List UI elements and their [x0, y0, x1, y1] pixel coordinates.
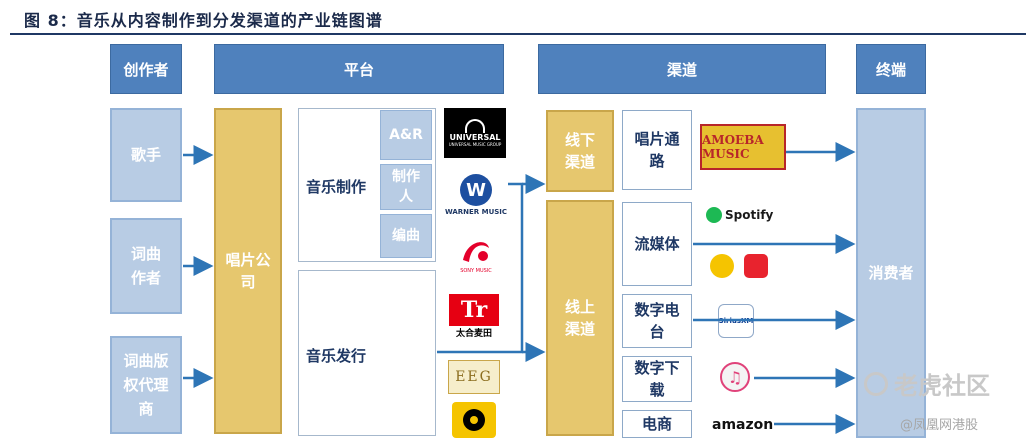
- amoeba-logo: AMOEBA MUSIC: [700, 124, 786, 170]
- amoeba-logo-text: AMOEBA MUSIC: [702, 133, 764, 161]
- spotify-logo: Spotify: [706, 204, 778, 226]
- universal-logo-caption: UNIVERSAL MUSIC GROUP: [448, 142, 502, 147]
- watermark-laohu: 老虎社区: [864, 366, 990, 401]
- header-creator: 创作者: [110, 44, 182, 94]
- sub-arranger-label: 编曲: [392, 228, 420, 244]
- figure-title: 图 8：音乐从内容制作到分发渠道的产业链图谱: [24, 11, 383, 30]
- eeg-logo: EEG: [448, 360, 500, 394]
- eeg-logo-text: EEG: [455, 369, 493, 385]
- channel-offline: 线下渠道: [546, 110, 614, 192]
- header-terminal: 终端: [856, 44, 926, 94]
- amazon-logo: amazon: [712, 414, 774, 438]
- qq-music-icon: [710, 254, 734, 278]
- taihe-mark-icon: Tr: [449, 293, 499, 326]
- taihe-logo-caption: 太合麦田: [455, 328, 492, 339]
- netease-music-icon: [744, 254, 768, 278]
- channel-digital-radio-label: 数字电台: [634, 301, 680, 341]
- creator-songwriter-label: 词曲作者: [130, 245, 161, 287]
- music-distribution-box: [298, 270, 436, 436]
- header-channel: 渠道: [538, 44, 826, 94]
- music-production-label: 音乐制作: [306, 178, 367, 196]
- creator-copyright-agent: 词曲版权代理商: [110, 336, 182, 434]
- music-distribution-label: 音乐发行: [306, 347, 367, 365]
- channel-digital-download: 数字下载: [622, 356, 692, 402]
- channel-digital-radio: 数字电台: [622, 294, 692, 348]
- tiger-icon: [864, 371, 888, 396]
- sony-music-icon: [463, 242, 489, 262]
- warner-logo: W WARNER MUSIC: [444, 170, 508, 220]
- universal-logo: UNIVERSAL UNIVERSAL MUSIC GROUP: [444, 108, 506, 158]
- channel-streaming: 流媒体: [622, 202, 692, 286]
- globe-icon: [465, 119, 485, 133]
- warner-shield-icon: W: [460, 174, 492, 206]
- spotify-logo-text: Spotify: [725, 208, 774, 222]
- channel-digital-download-label: 数字下载: [634, 359, 680, 399]
- sub-arranger: 编曲: [380, 214, 432, 258]
- header-platform: 平台: [214, 44, 504, 94]
- creator-copyright-agent-label: 词曲版权代理商: [123, 352, 169, 418]
- channel-record-stores: 唱片通路: [622, 110, 692, 190]
- creator-singer: 歌手: [110, 108, 182, 202]
- channel-ecommerce: 电商: [622, 410, 692, 438]
- rock-records-logo: [452, 402, 496, 438]
- sub-ar-label: A&R: [389, 127, 423, 143]
- sub-producer: 制作人: [380, 164, 432, 210]
- warner-logo-letter: W: [466, 179, 486, 201]
- taihe-logo-text: Tr: [460, 296, 488, 323]
- channel-online-label: 线上渠道: [564, 298, 595, 338]
- link-distribution-to-channel: [437, 182, 524, 354]
- watermark-ifeng: @凤凰网港股: [900, 418, 979, 433]
- spotify-icon: [706, 207, 722, 223]
- sub-producer-label: 制作人: [392, 169, 420, 205]
- itunes-icon: ♫: [720, 362, 750, 392]
- sony-logo: SONY MUSIC: [452, 230, 500, 278]
- consumer-label: 消费者: [868, 264, 914, 282]
- creator-songwriter: 词曲作者: [110, 218, 182, 314]
- channel-ecommerce-label: 电商: [641, 415, 672, 433]
- channel-streaming-label: 流媒体: [634, 235, 680, 253]
- channel-offline-label: 线下渠道: [564, 131, 595, 171]
- amazon-logo-text: amazon: [712, 417, 774, 433]
- disc-hole-icon: [470, 416, 478, 424]
- title-rule: [10, 33, 1026, 35]
- disc-icon: [463, 409, 485, 431]
- sony-logo-caption: SONY MUSIC: [460, 268, 492, 274]
- watermark-laohu-text: 老虎社区: [894, 372, 990, 400]
- channel-record-stores-label: 唱片通路: [634, 130, 680, 170]
- channel-online: 线上渠道: [546, 200, 614, 436]
- creator-singer-label: 歌手: [130, 146, 161, 164]
- record-company-label: 唱片公司: [225, 251, 271, 291]
- record-company: 唱片公司: [214, 108, 282, 434]
- taihe-logo: Tr 太合麦田: [448, 292, 500, 340]
- universal-logo-text: UNIVERSAL: [449, 133, 501, 142]
- sub-ar: A&R: [380, 110, 432, 160]
- warner-logo-caption: WARNER MUSIC: [444, 208, 508, 216]
